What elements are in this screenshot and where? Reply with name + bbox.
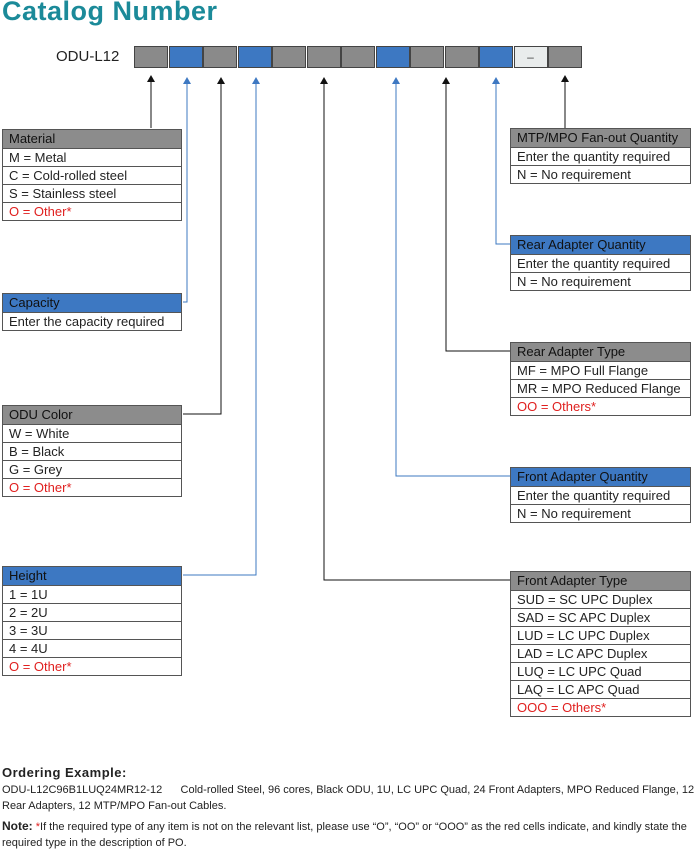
ordering-example: ODU-L12C96B1LUQ24MR12-12 Cold-rolled Ste…	[2, 782, 700, 814]
odu-color-box: ODU Color W = White B = Black G = Grey O…	[2, 405, 182, 497]
rear-qty-row: Enter the quantity required	[511, 255, 690, 273]
height-header: Height	[3, 566, 181, 586]
rear-qty-header: Rear Adapter Quantity	[511, 235, 690, 255]
connector-rear-qty	[492, 77, 510, 245]
rear-type-header: Rear Adapter Type	[511, 342, 690, 362]
connector-odu-color	[183, 77, 225, 415]
front-qty-header: Front Adapter Quantity	[511, 467, 690, 487]
front-type-row: SUD = SC UPC Duplex	[511, 591, 690, 609]
material-row: M = Metal	[3, 149, 181, 167]
front-qty-row: N = No requirement	[517, 506, 631, 521]
rear-type-row: OO = Others*	[517, 399, 597, 414]
capacity-header: Capacity	[3, 293, 181, 313]
mtp-row: Enter the quantity required	[511, 148, 690, 166]
rear-type-row: MF = MPO Full Flange	[511, 362, 690, 380]
odu-color-row: B = Black	[3, 443, 181, 461]
front-type-row: OOO = Others*	[517, 700, 607, 715]
material-row: S = Stainless steel	[3, 185, 181, 203]
note-text: If the required type of any item is not …	[2, 821, 687, 849]
connector-front-type	[320, 77, 510, 581]
front-type-row: LAD = LC APC Duplex	[511, 645, 690, 663]
code-prefix: ODU-L12	[56, 48, 120, 65]
front-type-row: LAQ = LC APC Quad	[511, 681, 690, 699]
code-cell	[410, 46, 444, 68]
mtp-box: MTP/MPO Fan-out Quantity Enter the quant…	[510, 128, 691, 184]
height-box: Height 1 = 1U 2 = 2U 3 = 3U 4 = 4U O = O…	[2, 566, 182, 676]
ordering-code: ODU-L12C96B1LUQ24MR12-12	[2, 784, 163, 796]
code-cell	[237, 46, 272, 68]
height-row: 4 = 4U	[3, 640, 181, 658]
rear-type-box: Rear Adapter Type MF = MPO Full Flange M…	[510, 342, 691, 416]
code-cell	[375, 46, 410, 68]
mtp-row: N = No requirement	[517, 167, 631, 182]
material-row: C = Cold-rolled steel	[3, 167, 181, 185]
front-type-header: Front Adapter Type	[511, 571, 690, 591]
ordering-description: Cold-rolled Steel, 96 cores, Black ODU, …	[2, 784, 695, 812]
height-row: O = Other*	[9, 659, 72, 674]
material-box: Material M = Metal C = Cold-rolled steel…	[2, 129, 182, 221]
connector-front-qty	[392, 77, 510, 477]
front-qty-box: Front Adapter Quantity Enter the quantit…	[510, 467, 691, 523]
note: Note: *If the required type of any item …	[2, 818, 692, 851]
ordering-title: Ordering Example:	[2, 765, 127, 780]
front-type-row: LUQ = LC UPC Quad	[511, 663, 690, 681]
material-row: O = Other*	[9, 204, 72, 219]
rear-type-row: MR = MPO Reduced Flange	[511, 380, 690, 398]
connector-height	[183, 77, 260, 576]
capacity-box: Capacity Enter the capacity required	[2, 293, 182, 331]
code-cell	[444, 46, 479, 68]
page-title: Catalog Number	[2, 0, 218, 26]
odu-color-row: O = Other*	[9, 480, 72, 495]
code-cell	[203, 46, 237, 68]
rear-qty-box: Rear Adapter Quantity Enter the quantity…	[510, 235, 691, 291]
material-header: Material	[3, 129, 181, 149]
connector-rear-type	[442, 77, 510, 352]
height-row: 2 = 2U	[3, 604, 181, 622]
code-cell	[134, 46, 168, 68]
note-label: Note:	[2, 819, 33, 833]
code-cell	[168, 46, 203, 68]
front-type-row: LUD = LC UPC Duplex	[511, 627, 690, 645]
code-cell	[272, 46, 306, 68]
odu-color-row: G = Grey	[3, 461, 181, 479]
front-type-box: Front Adapter Type SUD = SC UPC Duplex S…	[510, 571, 691, 717]
capacity-row: Enter the capacity required	[9, 314, 165, 329]
front-type-row: SAD = SC APC Duplex	[511, 609, 690, 627]
height-row: 1 = 1U	[3, 586, 181, 604]
code-cell	[306, 46, 341, 68]
note-star: *	[35, 821, 41, 833]
code-cell: –	[513, 46, 548, 68]
code-cell	[479, 46, 513, 68]
rear-qty-row: N = No requirement	[517, 274, 631, 289]
code-strip: –	[134, 46, 583, 68]
mtp-header: MTP/MPO Fan-out Quantity	[511, 128, 690, 148]
front-qty-row: Enter the quantity required	[511, 487, 690, 505]
connector-capacity	[183, 77, 191, 303]
odu-color-row: W = White	[3, 425, 181, 443]
code-cell	[548, 46, 582, 68]
height-row: 3 = 3U	[3, 622, 181, 640]
odu-color-header: ODU Color	[3, 405, 181, 425]
code-cell	[341, 46, 375, 68]
